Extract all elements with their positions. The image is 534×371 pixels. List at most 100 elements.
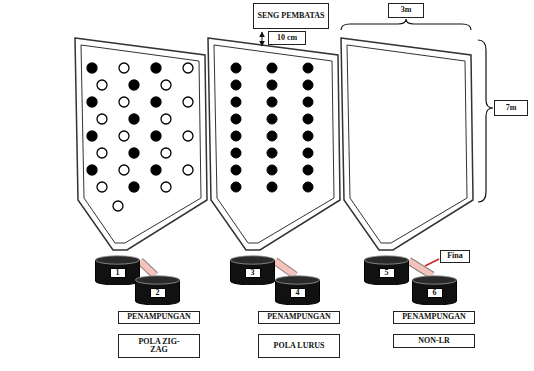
label-text: POLA LURUS bbox=[274, 342, 325, 350]
plant-dot bbox=[231, 80, 241, 90]
plant-dot bbox=[231, 131, 241, 141]
container-drum: 6 bbox=[412, 275, 457, 305]
pipe-outline bbox=[409, 261, 432, 276]
plant-dot bbox=[151, 131, 161, 141]
plant-dot bbox=[87, 63, 97, 73]
container-drum: 3 bbox=[230, 255, 275, 285]
collector-label: PENAMPUNGAN bbox=[258, 311, 340, 324]
plot-outline bbox=[208, 38, 340, 250]
label-box: SENG PEMBATAS bbox=[253, 3, 329, 29]
plant-dot bbox=[129, 114, 139, 124]
dimension-label: 7m bbox=[494, 100, 528, 116]
connecting-pipe bbox=[409, 261, 432, 276]
leader-line bbox=[425, 259, 439, 266]
plant-dot bbox=[183, 97, 193, 107]
plot-outline bbox=[214, 45, 334, 243]
label-text: Fina bbox=[447, 252, 463, 260]
plant-dot bbox=[161, 182, 171, 192]
plant-dot bbox=[129, 148, 139, 158]
callout-number: 6 bbox=[427, 288, 443, 298]
label-text: PENAMPUNGAN bbox=[127, 313, 191, 321]
plant-dots bbox=[87, 63, 313, 211]
plant-dot bbox=[97, 148, 107, 158]
plant-dot bbox=[183, 63, 193, 73]
label-text: 10 cm bbox=[277, 34, 297, 42]
plant-dot bbox=[161, 80, 171, 90]
container-drum: 4 bbox=[275, 275, 320, 305]
label-text: SENG PEMBATAS bbox=[257, 12, 324, 20]
treatment-label: POLA LURUS bbox=[258, 334, 340, 358]
plant-dot bbox=[161, 148, 171, 158]
connecting-pipe bbox=[140, 261, 155, 276]
plant-dot bbox=[87, 165, 97, 175]
plant-dot bbox=[151, 97, 161, 107]
plant-dot bbox=[267, 63, 277, 73]
plot-outline bbox=[341, 38, 473, 250]
plant-dot bbox=[231, 165, 241, 175]
plant-dot bbox=[267, 97, 277, 107]
plant-dot bbox=[303, 80, 313, 90]
plant-dot bbox=[267, 165, 277, 175]
plot-outline bbox=[81, 45, 201, 243]
plant-dot bbox=[119, 63, 129, 73]
label-text: 3m bbox=[401, 6, 412, 14]
length-brace bbox=[478, 40, 493, 202]
plant-dot bbox=[129, 80, 139, 90]
dimension-label: 3m bbox=[388, 3, 424, 18]
plant-dot bbox=[119, 165, 129, 175]
plot-outline bbox=[347, 45, 467, 243]
width-brace bbox=[341, 19, 471, 30]
container-drum: 5 bbox=[364, 255, 409, 285]
callout-number: 2 bbox=[150, 288, 166, 298]
plant-dot bbox=[303, 148, 313, 158]
plant-dot bbox=[303, 114, 313, 124]
label-text: NON-LR bbox=[418, 337, 450, 345]
collector-label: PENAMPUNGAN bbox=[393, 311, 475, 324]
plant-dot bbox=[231, 114, 241, 124]
plant-dot bbox=[231, 97, 241, 107]
plant-dot bbox=[267, 182, 277, 192]
plant-dot bbox=[303, 131, 313, 141]
label-text: 7m bbox=[506, 104, 517, 112]
plant-dot bbox=[97, 114, 107, 124]
plant-dot bbox=[267, 131, 277, 141]
plot-outline bbox=[75, 38, 207, 250]
callout-number: 3 bbox=[245, 268, 261, 278]
dimension-label: 10 cm bbox=[268, 31, 306, 45]
plant-dot bbox=[87, 131, 97, 141]
plant-dot bbox=[113, 201, 123, 211]
label-text: PENAMPUNGAN bbox=[402, 313, 466, 321]
plant-dot bbox=[87, 97, 97, 107]
plant-dot bbox=[303, 165, 313, 175]
treatment-label: NON-LR bbox=[393, 334, 475, 348]
collector-label: PENAMPUNGAN bbox=[118, 311, 200, 324]
plant-dot bbox=[151, 63, 161, 73]
plant-dot bbox=[303, 97, 313, 107]
plant-dot bbox=[119, 131, 129, 141]
callout-number: 5 bbox=[379, 268, 395, 278]
plant-dot bbox=[231, 63, 241, 73]
pipe-outline bbox=[140, 261, 155, 276]
plant-dot bbox=[303, 182, 313, 192]
label-text: POLA ZIG-ZAG bbox=[133, 338, 185, 355]
plant-dot bbox=[183, 165, 193, 175]
plant-dot bbox=[151, 165, 161, 175]
plant-dot bbox=[119, 97, 129, 107]
dimension-arrow bbox=[262, 32, 263, 46]
plant-dot bbox=[267, 80, 277, 90]
callout-number: 1 bbox=[110, 268, 126, 278]
plant-dot bbox=[267, 148, 277, 158]
pipe-outline bbox=[275, 261, 295, 276]
container-drum: 1 bbox=[95, 255, 140, 285]
plant-dot bbox=[161, 114, 171, 124]
plant-dot bbox=[97, 80, 107, 90]
plant-dot bbox=[183, 131, 193, 141]
label-text: PENAMPUNGAN bbox=[267, 313, 331, 321]
connecting-pipe bbox=[275, 261, 295, 276]
pipe-label: Fina bbox=[440, 250, 470, 263]
plant-dot bbox=[231, 148, 241, 158]
plant-dot bbox=[231, 182, 241, 192]
plot-group bbox=[75, 38, 473, 250]
plant-dot bbox=[267, 114, 277, 124]
